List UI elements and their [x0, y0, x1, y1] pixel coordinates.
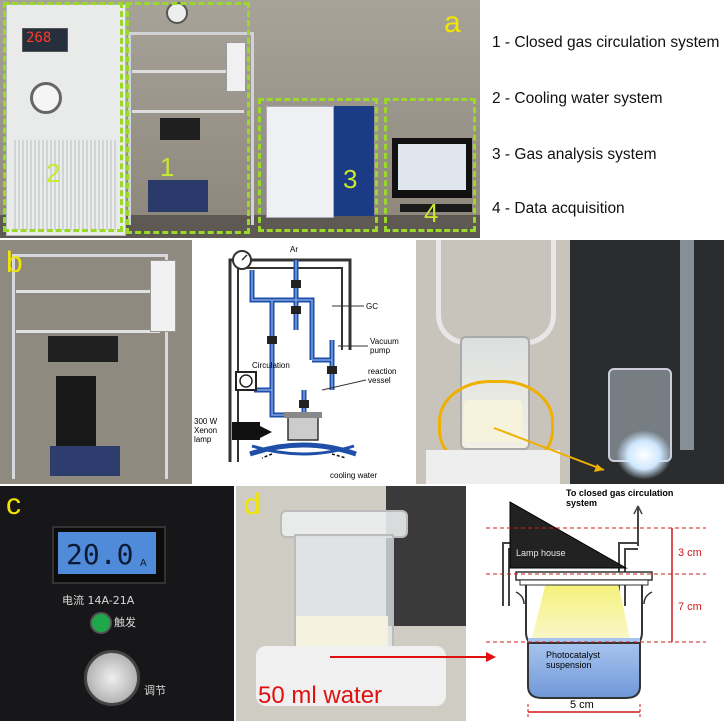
schematic-label-ar: Ar: [290, 245, 298, 254]
gas-rig-frame: [128, 32, 254, 225]
legend-item-2: 2 - Cooling water system: [492, 90, 663, 107]
photo-number-3: 3: [343, 164, 358, 194]
chiller-grille: [14, 140, 116, 230]
panel-label-b: b: [6, 246, 23, 279]
water-volume-label: 50 ml water: [258, 682, 383, 709]
reactor-label-d2: 7 cm: [678, 601, 702, 613]
region-box-1: [126, 2, 250, 234]
photo-number-4: 4: [424, 198, 439, 228]
reactor-base: [426, 450, 560, 484]
rig-pipe: [132, 70, 244, 73]
chiller-display-value: 268: [26, 30, 52, 46]
rig-black-valves: [160, 118, 200, 140]
panel-label-a: a: [444, 6, 461, 39]
rig-stand: [50, 446, 120, 476]
adjust-label: 调节: [144, 684, 166, 697]
chiller-display: [22, 28, 68, 52]
panel-a-photo: 268 2 1 3 4 a: [0, 0, 480, 238]
legend-item-4: 4 - Data acquisition: [492, 200, 625, 217]
panel-label-d: d: [244, 488, 261, 521]
rig-pipe: [16, 330, 160, 333]
rig-frame: [12, 254, 168, 479]
rig-pipe: [16, 290, 160, 293]
panel-b-illuminated-photo: [570, 240, 724, 484]
panel-d-photo: 50 ml water d: [236, 486, 466, 721]
rig-lamp: [56, 376, 96, 446]
schematic-label-gc: GC: [366, 302, 378, 311]
glass-tubes: [436, 240, 556, 345]
region-box-3: [258, 98, 378, 232]
region-box-4: [384, 98, 476, 232]
region-box-2: [3, 2, 123, 232]
trigger-label: 触发: [114, 616, 136, 629]
reactor-label-width: 5 cm: [570, 699, 594, 711]
panel-label-c: c: [6, 488, 21, 521]
lcd-value: 20.0: [66, 538, 134, 571]
adjust-knob[interactable]: [84, 650, 140, 706]
dark-background: [386, 486, 466, 626]
gc-side-unit: [334, 106, 374, 216]
gas-chromatograph: [266, 106, 334, 218]
reactor-label-lamp: Lamp house: [516, 548, 566, 558]
rig-pipe: [132, 110, 244, 113]
schematic-label-cooling: cooling water: [330, 471, 377, 480]
lcd-screen: [58, 532, 156, 574]
lcd-unit: A: [140, 558, 147, 569]
light-glow: [616, 430, 672, 480]
legend-item-3: 3 - Gas analysis system: [492, 146, 657, 163]
photo-number-2: 2: [46, 158, 61, 188]
rig-controller: [150, 260, 176, 332]
reactor-label-d1: 3 cm: [678, 547, 702, 559]
panel-b-photo: b: [0, 240, 192, 484]
glass-tube: [680, 240, 694, 450]
rig-controller: [226, 42, 246, 92]
schematic-label-circulation: Circulation: [252, 361, 290, 370]
computer-screen: [398, 144, 466, 190]
pressure-gauge: [30, 82, 62, 114]
rig-blue-base: [148, 180, 208, 212]
trigger-button[interactable]: [90, 612, 112, 634]
rig-black-valves: [48, 336, 118, 362]
computer-keyboard: [400, 204, 472, 212]
current-range-label: 电流 14A-21A: [62, 594, 135, 607]
legend-item-1: 1 - Closed gas circulation system: [492, 34, 720, 51]
photo-number-1: 1: [160, 152, 175, 182]
panel-b-reactor-photo: [416, 240, 570, 484]
panel-c-power-supply: 20.0 A 电流 14A-21A 触发 调节 c: [0, 486, 234, 721]
